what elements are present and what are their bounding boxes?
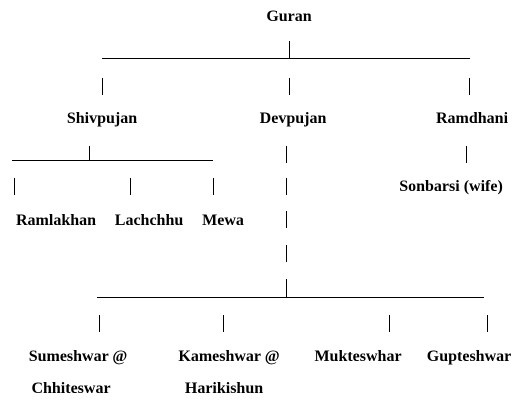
person-kameshwar-alias: Harikishun [184, 380, 264, 397]
connector-gupteshwar-up [487, 315, 488, 332]
connector-ramdhani-up [469, 78, 470, 95]
connector-devpujan-seg-3 [286, 211, 287, 228]
connector-ramdhani-spouse [466, 146, 467, 163]
person-ramlakhan: Ramlakhan [15, 212, 97, 229]
connector-devpujan-seg-4 [286, 245, 287, 262]
connector-devpujan-seg-2 [286, 178, 287, 195]
person-sonbarsi: Sonbarsi (wife) [399, 178, 503, 195]
person-sumeshwar-alias: Chhiteswar [31, 380, 111, 397]
connector-shivpujan-children [12, 160, 213, 161]
connector-mewa-up [213, 178, 214, 195]
person-lachchhu: Lachchhu [114, 212, 184, 229]
person-mukteswhar: Mukteswhar [314, 348, 402, 365]
connector-lachchhu-up [130, 178, 131, 195]
person-shivpujan: Shivpujan [66, 110, 138, 127]
connector-devpujan-seg-1 [286, 146, 287, 163]
person-gupteshwar: Gupteshwar [426, 348, 512, 365]
person-sumeshwar: Sumeshwar @ [28, 348, 128, 365]
connector-root-down [289, 41, 290, 58]
person-guran: Guran [266, 8, 312, 25]
connector-generation-1 [102, 58, 470, 59]
connector-shivpujan-down [89, 146, 90, 160]
person-kameshwar: Kameshwar @ [178, 348, 280, 365]
connector-ramlakhan-up [14, 178, 15, 195]
person-ramdhani: Ramdhani [435, 110, 509, 127]
connector-devpujan-seg-5 [286, 279, 287, 297]
person-devpujan: Devpujan [259, 110, 327, 127]
connector-sumeshwar-up [99, 315, 100, 332]
person-mewa: Mewa [202, 212, 244, 229]
connector-devpujan-children [97, 297, 484, 298]
connector-shivpujan-up [102, 78, 103, 95]
connector-kameshwar-up [223, 315, 224, 332]
connector-mukteswhar-up [389, 315, 390, 332]
connector-devpujan-up [289, 78, 290, 95]
